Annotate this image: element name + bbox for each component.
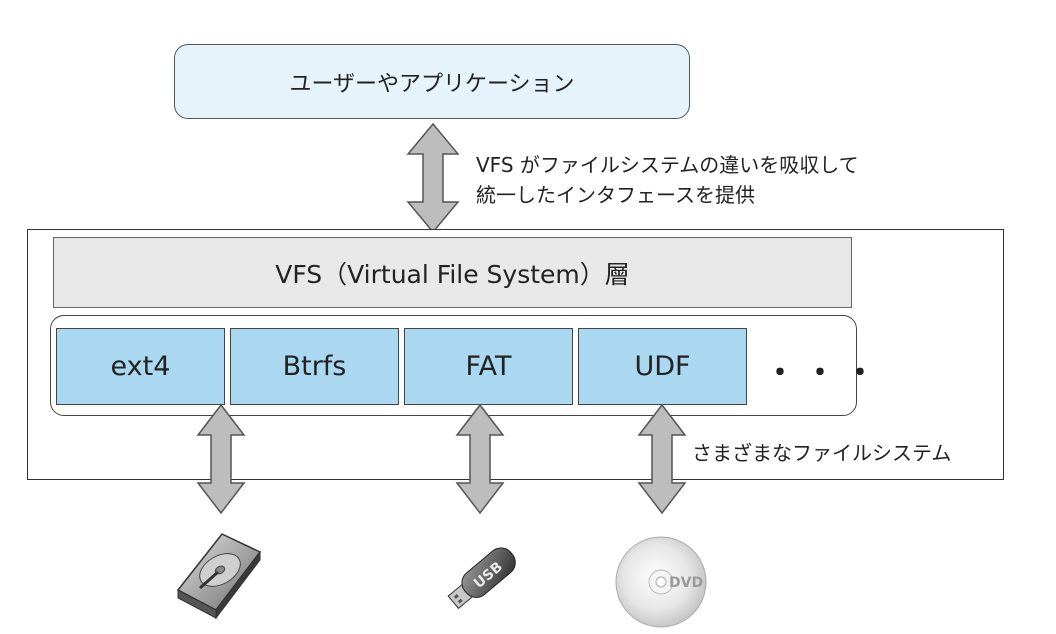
- dvd-disc-icon: DVD: [615, 536, 707, 628]
- vfs-note-line2: 統一したインタフェースを提供: [476, 183, 755, 207]
- vfs-note: VFS がファイルシステムの違いを吸収して 統一したインタフェースを提供: [476, 150, 859, 210]
- vfs-layer: VFS（Virtual File System）層: [53, 237, 852, 308]
- hard-disk-icon: [176, 533, 262, 620]
- usb-double-arrow: [455, 403, 505, 515]
- dvd-double-arrow: [637, 403, 687, 515]
- fs-box-fat: FAT: [404, 328, 573, 405]
- filesystems-note: さまざまなファイルシステム: [692, 441, 952, 465]
- fs-label: FAT: [465, 351, 512, 382]
- vfs-note-line1: VFS がファイルシステムの違いを吸収して: [476, 153, 859, 177]
- app-box: ユーザーやアプリケーション: [174, 44, 690, 119]
- dvd-label: DVD: [669, 575, 703, 591]
- fs-box-ext4: ext4: [56, 328, 225, 405]
- usb-memory-icon: USB: [447, 547, 516, 610]
- more-filesystems: ・・・: [765, 356, 885, 391]
- fs-box-udf: UDF: [578, 328, 747, 405]
- fs-label: Btrfs: [282, 351, 347, 382]
- fs-label: ext4: [110, 351, 171, 382]
- app-box-label: ユーザーやアプリケーション: [289, 71, 575, 97]
- fs-box-btrfs: Btrfs: [230, 328, 399, 405]
- hdd-double-arrow: [196, 403, 246, 515]
- fs-label: UDF: [634, 351, 691, 382]
- vfs-layer-label: VFS（Virtual File System）層: [275, 259, 630, 289]
- vfs-double-arrow: [406, 122, 460, 234]
